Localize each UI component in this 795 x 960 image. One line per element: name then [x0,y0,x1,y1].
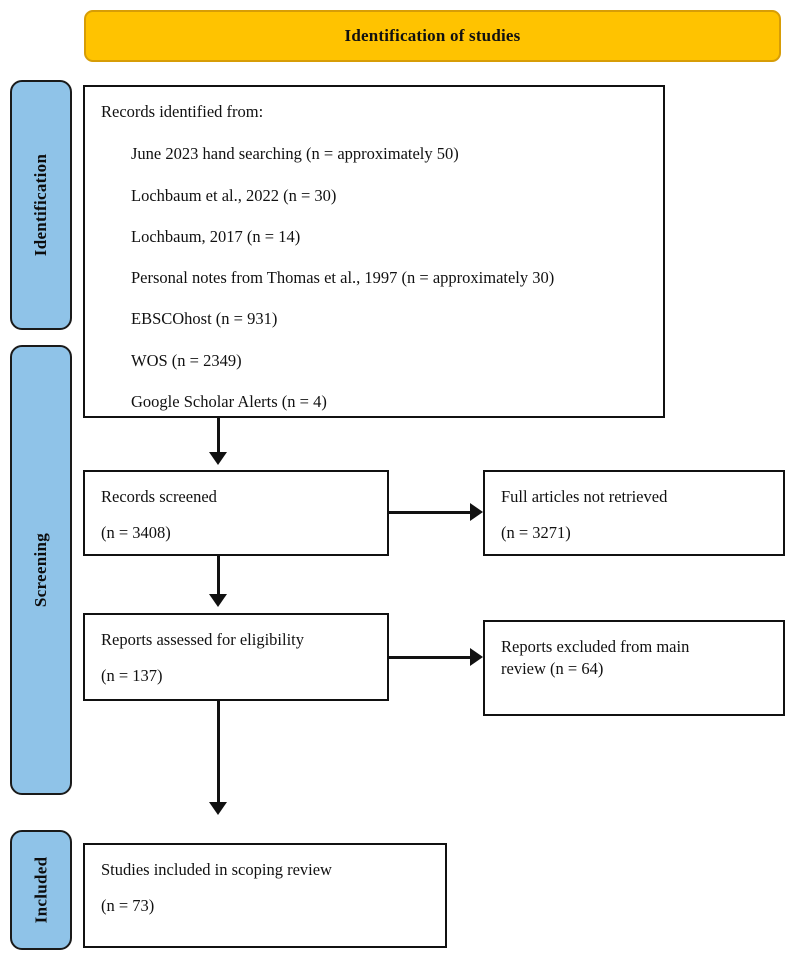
included-count: (n = 73) [101,896,155,916]
source-wos: WOS (n = 2349) [131,350,242,370]
connector-eligibility-to-included-arrow-icon [209,802,227,815]
records-identified-header: Records identified from: [101,102,264,121]
stage-label-included-text: Included [31,856,50,924]
box-reports-assessed-for-eligibility: Reports assessed for eligibility (n = 13… [83,613,389,701]
connector-eligibility-to-excluded-line [389,656,473,659]
source-google-scholar-alerts: Google Scholar Alerts (n = 4) [131,391,327,411]
source-hand-searching: June 2023 hand searching (n = approximat… [131,144,459,164]
stage-label-identification-text: Identification [31,153,50,257]
connector-screened-to-eligibility-line [217,556,220,596]
included-label: Studies included in scoping review [101,860,332,879]
box-reports-excluded: Reports excluded from main review (n = 6… [483,620,785,716]
stage-label-identification: Identification [10,80,72,330]
source-personal-notes-thomas: Personal notes from Thomas et al., 1997 … [131,268,555,288]
eligibility-label: Reports assessed for eligibility [101,630,305,649]
connector-screened-to-not-retrieved-line [389,511,473,514]
records-screened-count: (n = 3408) [101,523,171,543]
box-records-screened: Records screened (n = 3408) [83,470,389,556]
connector-eligibility-to-excluded-arrow-icon [470,648,483,666]
box-full-articles-not-retrieved: Full articles not retrieved (n = 3271) [483,470,785,556]
stage-label-screening-text: Screening [31,532,51,608]
excluded-label-line1: Reports excluded from main [501,637,690,656]
stage-label-included: Included [10,830,72,950]
box-studies-included: Studies included in scoping review (n = … [83,843,447,948]
not-retrieved-count: (n = 3271) [501,523,571,543]
source-ebscohost: EBSCOhost (n = 931) [131,309,278,329]
identification-of-studies-banner: Identification of studies [84,10,781,62]
connector-screened-to-eligibility-arrow-icon [209,594,227,607]
not-retrieved-label: Full articles not retrieved [501,487,668,506]
stage-label-screening: Screening [10,345,72,795]
connector-screened-to-not-retrieved-arrow-icon [470,503,483,521]
records-screened-label: Records screened [101,487,217,506]
excluded-label-line2: review (n = 64) [501,659,604,679]
banner-title: Identification of studies [344,26,521,45]
connector-identified-to-screened-line [217,418,220,456]
connector-identified-to-screened-arrow-icon [209,452,227,465]
source-lochbaum-2017: Lochbaum, 2017 (n = 14) [131,226,301,246]
box-records-identified: Records identified from: June 2023 hand … [83,85,665,418]
source-lochbaum-2022: Lochbaum et al., 2022 (n = 30) [131,185,337,205]
eligibility-count: (n = 137) [101,666,163,686]
connector-eligibility-to-included-line [217,701,220,806]
